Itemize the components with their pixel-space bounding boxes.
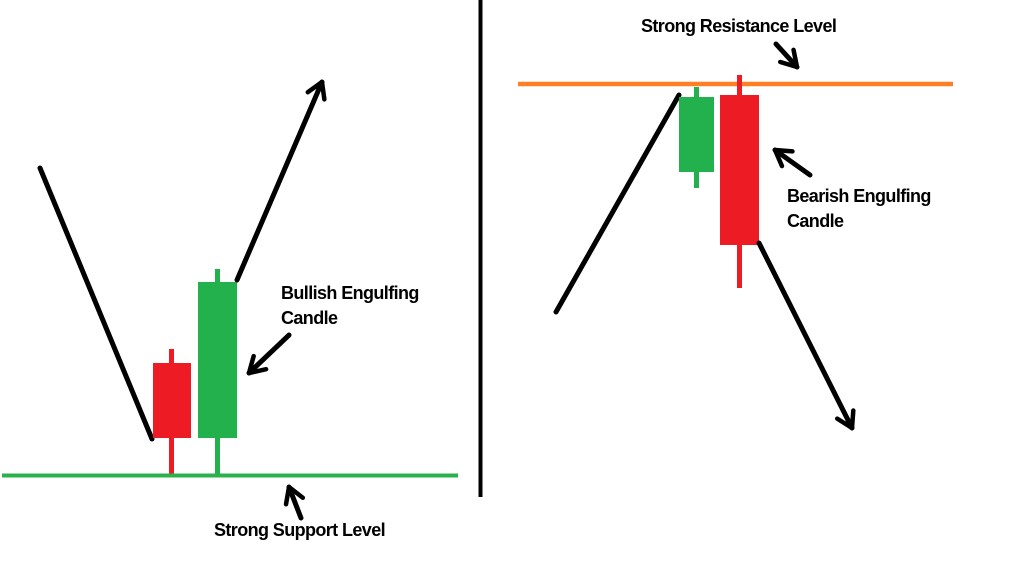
- downtrend-arrow: [756, 240, 856, 431]
- prior-green-candle-body: [679, 97, 714, 172]
- downtrend-line: [37, 165, 155, 442]
- bullish-engulfing-label-line1: Bullish Engulfing: [281, 283, 419, 303]
- bullish-annotation-arrow: [246, 332, 292, 376]
- prior-red-candle-body: [153, 363, 191, 438]
- bullish-panel: [2, 79, 458, 521]
- bullish-engulfing-candle-body: [198, 282, 237, 438]
- bearish-annotation-arrow: [772, 147, 813, 178]
- support-annotation-arrow: [283, 484, 306, 521]
- bearish-engulfing-label-line2: Candle: [787, 211, 844, 231]
- bearish-engulfing-candle-body: [720, 95, 759, 245]
- bearish-engulfing-label-line1: Bearish Engulfing: [787, 186, 931, 206]
- uptrend-arrow: [234, 79, 327, 283]
- bearish-panel: [518, 41, 953, 431]
- resistance-level-label: Strong Resistance Level: [641, 16, 837, 36]
- support-level-label: Strong Support Level: [214, 520, 386, 540]
- bullish-engulfing-label-line2: Candle: [281, 308, 338, 328]
- bullish-engulfing-label: Bullish Engulfing Candle: [281, 281, 419, 331]
- uptrend-line: [553, 92, 682, 315]
- resistance-annotation-arrow: [773, 41, 800, 70]
- bearish-engulfing-label: Bearish Engulfing Candle: [787, 184, 931, 234]
